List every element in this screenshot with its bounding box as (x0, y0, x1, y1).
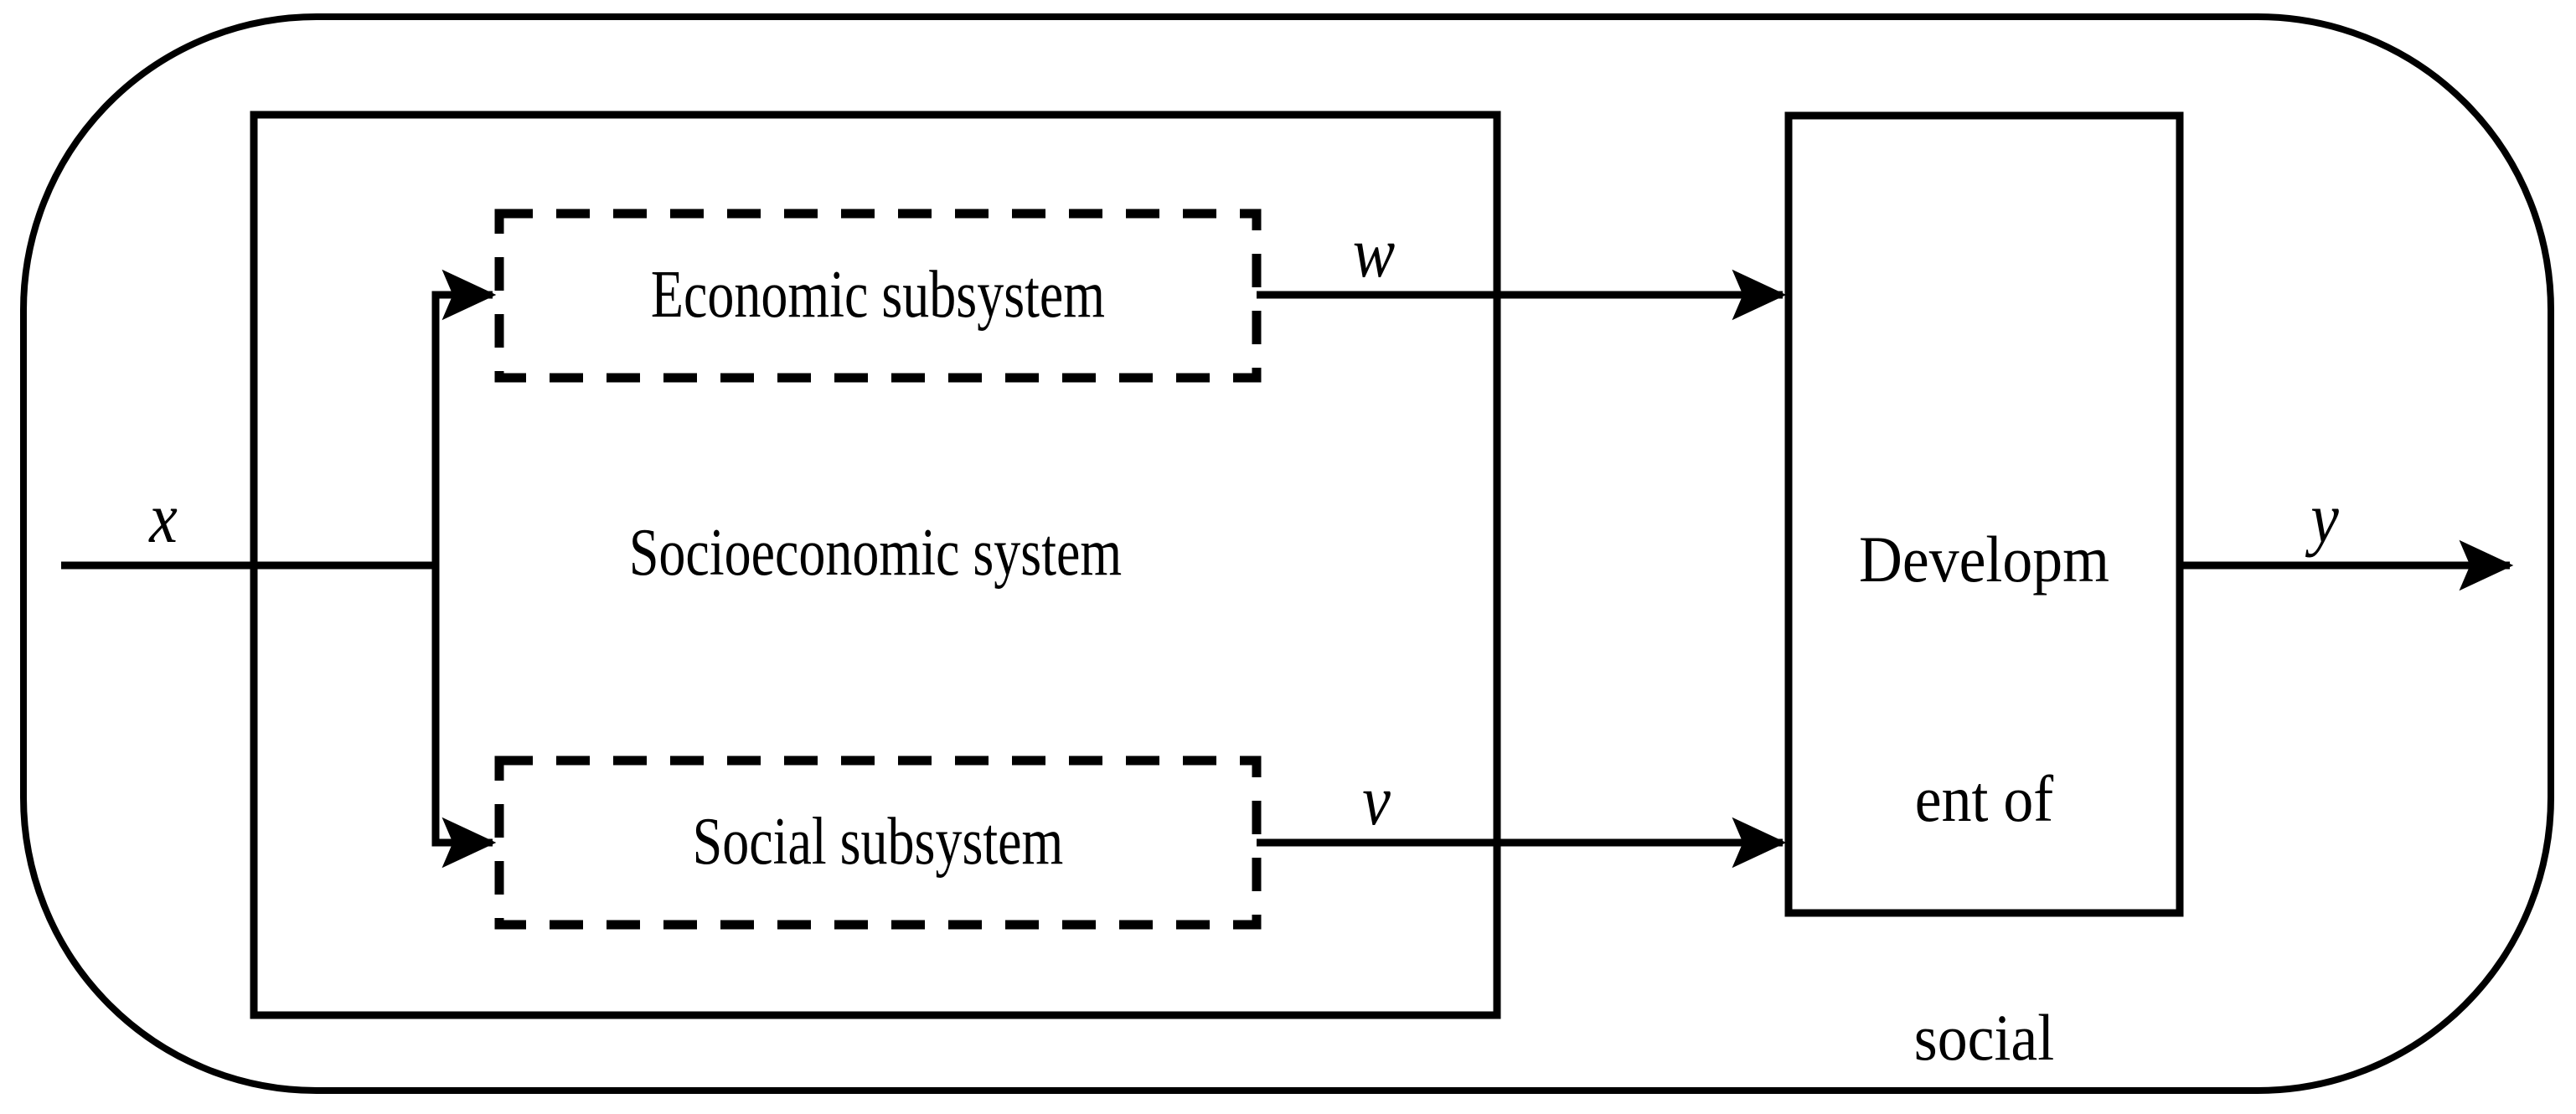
socioeconomic-system-label: Socioeconomic system (628, 516, 1123, 590)
outer-boundary-rect (20, 13, 2554, 1094)
signal-x-label: x (149, 477, 178, 558)
development-box-rect (1784, 111, 2184, 917)
signal-w-label: w (1352, 212, 1396, 292)
branch-to-economic-subsystem (431, 269, 497, 565)
social-subsystem-label: Social subsystem (692, 805, 1064, 879)
economic-subsystem-label: Economic subsystem (650, 258, 1106, 332)
development-box-label: Developm ent of social economy (1804, 360, 2165, 1114)
signal-y-label: y (2310, 477, 2339, 558)
development-box-line-3: social (1913, 1001, 2055, 1075)
branch-to-social-subsystem (431, 565, 497, 869)
signal-v-label: v (1362, 760, 1391, 840)
development-box-line-2: ent of (1914, 761, 2054, 835)
development-box-line-1: Developm (1859, 523, 2109, 596)
